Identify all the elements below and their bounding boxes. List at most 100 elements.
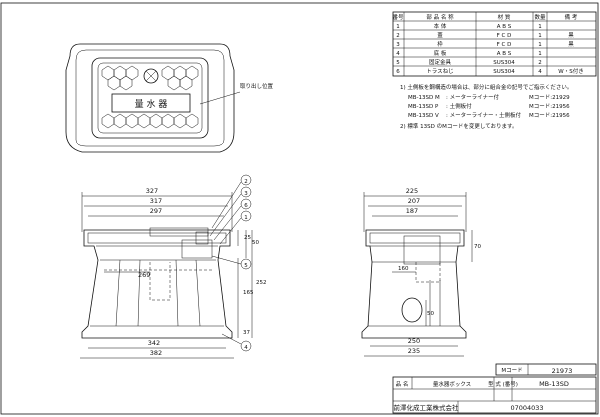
variant-code: Mコード:21929	[529, 94, 570, 101]
variant-desc: : 土側板付	[446, 102, 472, 110]
svg-text:3: 3	[396, 42, 400, 48]
svg-text:1: 1	[538, 24, 542, 30]
svg-text:1: 1	[538, 33, 542, 39]
svg-text:蓋: 蓋	[437, 31, 443, 39]
model-label: 型 式 (番号)	[488, 380, 518, 388]
table-row: 6 トラスねじ SUS304 4 W・S付き	[396, 67, 583, 75]
notes-block: 1) 土側板を鋼構造の場合は、部分に組合金の記号でご指示ください。 MB-13S…	[400, 83, 572, 130]
dim-207: 207	[408, 197, 420, 205]
svg-text:本 体: 本 体	[434, 22, 447, 30]
svg-text:F C D: F C D	[497, 42, 512, 48]
variant-model: MB-13SD V	[408, 113, 439, 119]
dim-37: 37	[243, 330, 250, 336]
note-1-intro: 1) 土側板を鋼構造の場合は、部分に組合金の記号でご指示ください。	[400, 83, 572, 91]
pipe-hole-icon	[401, 297, 423, 323]
dim-165: 165	[243, 290, 254, 296]
svg-text:黒: 黒	[568, 32, 574, 39]
svg-text:5: 5	[396, 60, 400, 66]
svg-text:底 板: 底 板	[434, 49, 447, 57]
name-label: 品 名	[396, 380, 409, 388]
parts-table: 番号 部 品 名 称 材 質 数量 備 考 1 本 体 A B S 1 2 蓋 …	[392, 11, 597, 77]
lid-label: 量 水 器	[135, 98, 168, 110]
note-2: 2) 標準 13SD のMコードを変更しております。	[400, 122, 517, 130]
mcode-value: 21973	[552, 367, 573, 375]
dim-50-side: 50	[427, 311, 434, 317]
dim-327: 327	[146, 187, 158, 195]
svg-text:1: 1	[538, 42, 542, 48]
table-header-no: 番号	[392, 14, 404, 21]
drawing-number: 07004033	[510, 404, 543, 412]
svg-text:黒: 黒	[568, 41, 574, 48]
dim-382: 382	[150, 349, 162, 357]
table-row: 2 蓋 F C D 1 黒	[396, 31, 574, 39]
svg-text:W・S付き: W・S付き	[558, 67, 583, 75]
svg-text:3: 3	[244, 191, 248, 197]
dim-342: 342	[148, 339, 160, 347]
variant-model: MB-13SD M	[408, 95, 440, 101]
dim-269: 269	[138, 271, 150, 279]
svg-text:SUS304: SUS304	[493, 69, 515, 75]
variant-model: MB-13SD P	[408, 104, 439, 110]
variant-desc: : メーターライナー・土側板付	[446, 111, 521, 119]
table-row: 3 枠 F C D 1 黒	[396, 40, 574, 48]
top-view: 量 水 器 取り出し位置	[65, 43, 274, 153]
dim-235: 235	[408, 347, 420, 355]
table-row: 4 底 板 A B S 1	[396, 49, 542, 57]
svg-text:SUS304: SUS304	[493, 60, 515, 66]
variant-code: Mコード:21956	[529, 103, 570, 110]
svg-text:2: 2	[244, 179, 248, 185]
balloon: 3	[209, 186, 252, 237]
front-view: 327 317 297 25 50 165 252 37	[80, 174, 267, 359]
dim-317: 317	[150, 197, 162, 205]
table-header-qty: 数量	[534, 13, 546, 21]
svg-text:トラスねじ: トラスねじ	[426, 68, 453, 75]
balloon: 4	[221, 333, 252, 352]
dim-160: 160	[398, 266, 409, 272]
dim-25: 25	[244, 235, 251, 241]
dim-297: 297	[150, 207, 162, 215]
table-header-note: 備 考	[565, 13, 578, 21]
svg-text:6: 6	[244, 203, 248, 209]
svg-text:枠: 枠	[437, 40, 443, 48]
balloon: 6	[213, 198, 252, 241]
dim-187: 187	[406, 207, 418, 215]
svg-text:A B S: A B S	[497, 51, 512, 57]
dim-70: 70	[474, 244, 481, 250]
variant-code: Mコード:21956	[529, 112, 570, 119]
balloon: 1	[219, 210, 252, 245]
svg-text:1: 1	[538, 51, 542, 57]
table-header-material: 材 質	[498, 13, 511, 21]
svg-text:4: 4	[538, 69, 542, 75]
table-header-name: 部 品 名 称	[426, 13, 454, 21]
dim-250: 250	[408, 337, 420, 345]
svg-text:A B S: A B S	[497, 24, 512, 30]
product-name: 量水器ボックス	[433, 380, 471, 388]
model-value: MB-13SD	[539, 380, 569, 388]
dim-225: 225	[406, 187, 418, 195]
callout-label: 取り出し位置	[240, 82, 274, 90]
svg-text:固定金具: 固定金具	[429, 58, 452, 66]
company-name: 前澤化成工業株式会社	[394, 403, 460, 412]
svg-text:2: 2	[538, 60, 542, 66]
table-row: 5 固定金具 SUS304 2	[396, 58, 542, 66]
balloon: 5	[211, 255, 252, 270]
mcode-label: Mコード	[501, 367, 522, 374]
svg-text:4: 4	[396, 51, 400, 57]
svg-text:4: 4	[244, 345, 248, 351]
dim-252: 252	[256, 280, 267, 286]
svg-text:1: 1	[396, 24, 400, 30]
side-view: 225 207 187 70 160 50 250 235	[361, 187, 481, 357]
svg-text:5: 5	[244, 263, 248, 269]
table-row: 1 本 体 A B S 1	[396, 22, 542, 30]
svg-text:6: 6	[396, 69, 400, 75]
balloon: 2	[211, 174, 252, 229]
svg-text:2: 2	[396, 33, 400, 39]
svg-text:F C D: F C D	[497, 33, 512, 39]
dim-50: 50	[252, 240, 259, 246]
title-block: Mコード 21973 品 名 量水器ボックス 型 式 (番号) MB-13SD …	[392, 363, 597, 414]
emblem-icon	[143, 68, 159, 84]
variant-desc: : メーターライナー付	[446, 93, 499, 101]
svg-text:1: 1	[244, 215, 248, 221]
